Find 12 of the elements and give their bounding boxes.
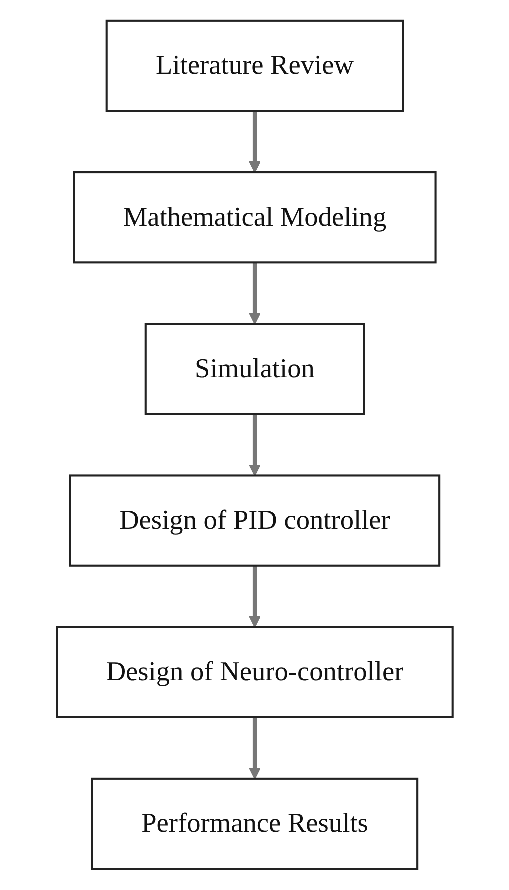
arrow — [248, 566, 260, 628]
node-box — [72, 172, 436, 264]
node-box — [144, 323, 365, 416]
arrow — [248, 262, 260, 325]
node-box — [68, 474, 440, 567]
arrow — [248, 717, 260, 780]
flowchart: Literature Review Mathematical Modeling Simulation Design of PID controller Design of Neuro-controller Performance Results — [10, 10, 500, 880]
node-box — [56, 626, 454, 718]
arrow — [248, 111, 260, 174]
node-box — [105, 20, 404, 112]
arrow — [248, 414, 260, 476]
node-box — [90, 778, 418, 870]
